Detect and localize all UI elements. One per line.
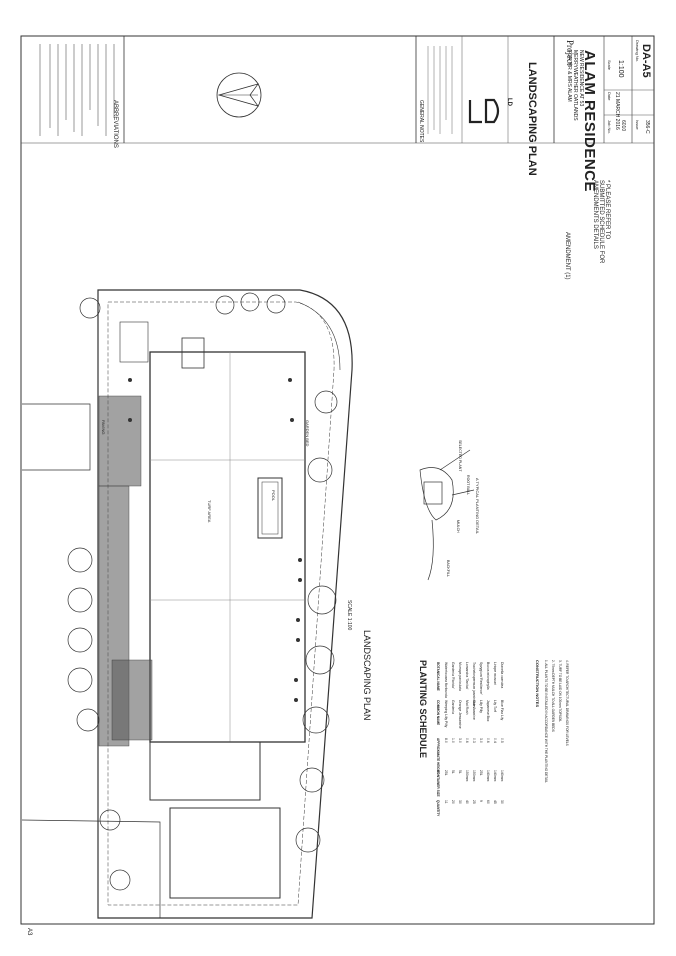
schedule-cell: 5L xyxy=(458,770,462,774)
plan-scale-note: SCALE 1:100 xyxy=(346,600,352,631)
job-label: Job No. xyxy=(607,120,612,134)
schedule-cell: Japanese Box xyxy=(486,700,490,722)
schedule-cell: 1.0 xyxy=(451,738,455,743)
construction-note: 4. REFER TO ARCHITECTURAL DRAWINGS FOR L… xyxy=(565,660,569,746)
schedule-cell: Blue Flax Lily xyxy=(500,700,504,721)
schedule-cell: 150mm xyxy=(472,770,476,782)
schedule-cell: 45 xyxy=(493,800,497,804)
schedule-cell: Buxus microphylla xyxy=(486,662,490,690)
schedule-header: COMMON NAME xyxy=(436,700,440,726)
issue-label: Issue xyxy=(635,120,640,130)
schedule-cell: Lomandra 'Tanika' xyxy=(465,662,469,690)
firm-logo xyxy=(468,98,500,124)
site-plan xyxy=(21,289,353,919)
schedule-cell: Liriope muscari xyxy=(493,662,497,685)
abbreviation-list xyxy=(39,44,115,136)
schedule-cell: 140mm xyxy=(486,770,490,782)
construction-note: 2. 75mm DEPTH MULCH TO ALL GARDEN BEDS xyxy=(551,660,555,732)
schedule-cell: Waterhousea floribunda xyxy=(444,662,448,698)
schedule-cell: 140mm xyxy=(493,770,497,782)
schedule-cell: 20 xyxy=(451,800,455,804)
planting-detail-sketch xyxy=(419,449,475,581)
schedule-cell: Lilly Pilly xyxy=(479,700,483,713)
scale-value: 1:100 xyxy=(617,60,624,78)
schedule-cell: Lily Turf xyxy=(493,700,497,712)
schedule-cell: 40 xyxy=(465,800,469,804)
construction-note: 3. TURF TO BE LAID ON 100mm TOPSOIL xyxy=(558,660,562,723)
construction-notes-title: CONSTRUCTION NOTES xyxy=(535,660,540,708)
detail-label: ROOT BALL xyxy=(466,475,470,496)
schedule-cell: Star Jasmine xyxy=(472,700,476,720)
schedule-cell: Orange Jessamine xyxy=(458,700,462,729)
drawing-no-value: DA-A5 xyxy=(640,44,652,78)
schedule-cell: 150mm xyxy=(465,770,469,782)
schedule-cell: Dianella caerulea xyxy=(500,662,504,689)
schedule-cell: 11 xyxy=(444,800,448,804)
amendment-note: * PLEASE REFER TO SUBMITTED SCHEDULE FOR… xyxy=(592,180,610,264)
issue-value: 356-C xyxy=(644,120,650,134)
detail-title: A TYPICAL PLANTING DETAIL xyxy=(475,478,480,534)
schedule-cell: 60 xyxy=(486,800,490,804)
schedule-cell: Gardenia 'Florida' xyxy=(451,662,455,689)
schedule-cell: 140mm xyxy=(500,770,504,782)
construction-note: 1. ALL PLANTS TO BE INSTALLED IN ACCORDA… xyxy=(544,660,548,783)
drawing-title: LANDSCAPING PLAN xyxy=(526,62,538,176)
label-pool: POOL xyxy=(271,490,276,502)
detail-label: SELECTED PLANT xyxy=(458,440,462,472)
detail-label: MULCH xyxy=(456,520,460,533)
tree-symbols xyxy=(67,292,338,891)
paving-hatch xyxy=(98,395,153,747)
firm-initials: LD xyxy=(506,98,512,106)
schedule-title: PLANTING SCHEDULE xyxy=(418,660,428,759)
job-value: 6010 xyxy=(620,120,626,132)
schedule-cell: Weeping Lilly Pilly xyxy=(444,700,448,728)
scale-label: Scale xyxy=(607,60,612,71)
general-notes-title: GENERAL NOTES xyxy=(418,100,424,143)
detail-label: BACKFILL xyxy=(446,560,450,577)
schedule-header: CONTAINER SIZE xyxy=(436,770,440,797)
schedule-cell: 0.6 xyxy=(486,738,490,743)
schedule-cell: 0.6 xyxy=(465,738,469,743)
schedule-cell: 5L xyxy=(451,770,455,774)
schedule-cell: Gardenia xyxy=(451,700,455,714)
schedule-cell: 25L xyxy=(479,770,483,776)
plan-title: LANDSCAPING PLAN xyxy=(362,630,372,721)
schedule-cell: 3.0 xyxy=(458,738,462,743)
sheet-size: A3 xyxy=(26,928,32,936)
date-label: Date xyxy=(607,92,612,101)
schedule-header: APPROXIMATE HEIGHT xyxy=(436,738,440,775)
north-arrow-icon xyxy=(216,72,262,118)
abbreviations-title: ABBREVIATIONS xyxy=(112,100,118,148)
schedule-cell: Mat Rush xyxy=(465,700,469,715)
label-turf: TURF AREA xyxy=(207,500,212,523)
project-address: NEW RESIDENCE AT 53 MERRYWEATHER OATLAND… xyxy=(566,50,584,121)
schedule-cell: 9 xyxy=(479,800,483,802)
schedule-cell: 0.4 xyxy=(493,738,497,743)
schedule-header: BOTANICAL NAME xyxy=(436,662,440,691)
schedule-cell: Syzygium 'Resilience' xyxy=(479,662,483,695)
schedule-cell: 25L xyxy=(444,770,448,776)
schedule-cell: 0.3 xyxy=(472,738,476,743)
label-paving: PAVING xyxy=(101,420,106,435)
general-notes xyxy=(427,46,453,134)
schedule-cell: 25 xyxy=(472,800,476,804)
schedule-cell: Murraya paniculata xyxy=(458,662,462,691)
schedule-cell: 0.5 xyxy=(500,738,504,743)
amendment-label: AMENDMENT (1) xyxy=(564,232,570,280)
sheet-border xyxy=(20,35,655,925)
schedule-header: QUANTITY xyxy=(436,800,440,817)
schedule-cell: 30 xyxy=(500,800,504,804)
schedule-cell: 8.0 xyxy=(444,738,448,743)
schedule-cell: 3.0 xyxy=(479,738,483,743)
label-garden-bed: GARDEN BED xyxy=(305,420,310,447)
shrub-symbols xyxy=(128,378,302,702)
schedule-cell: 30 xyxy=(458,800,462,804)
